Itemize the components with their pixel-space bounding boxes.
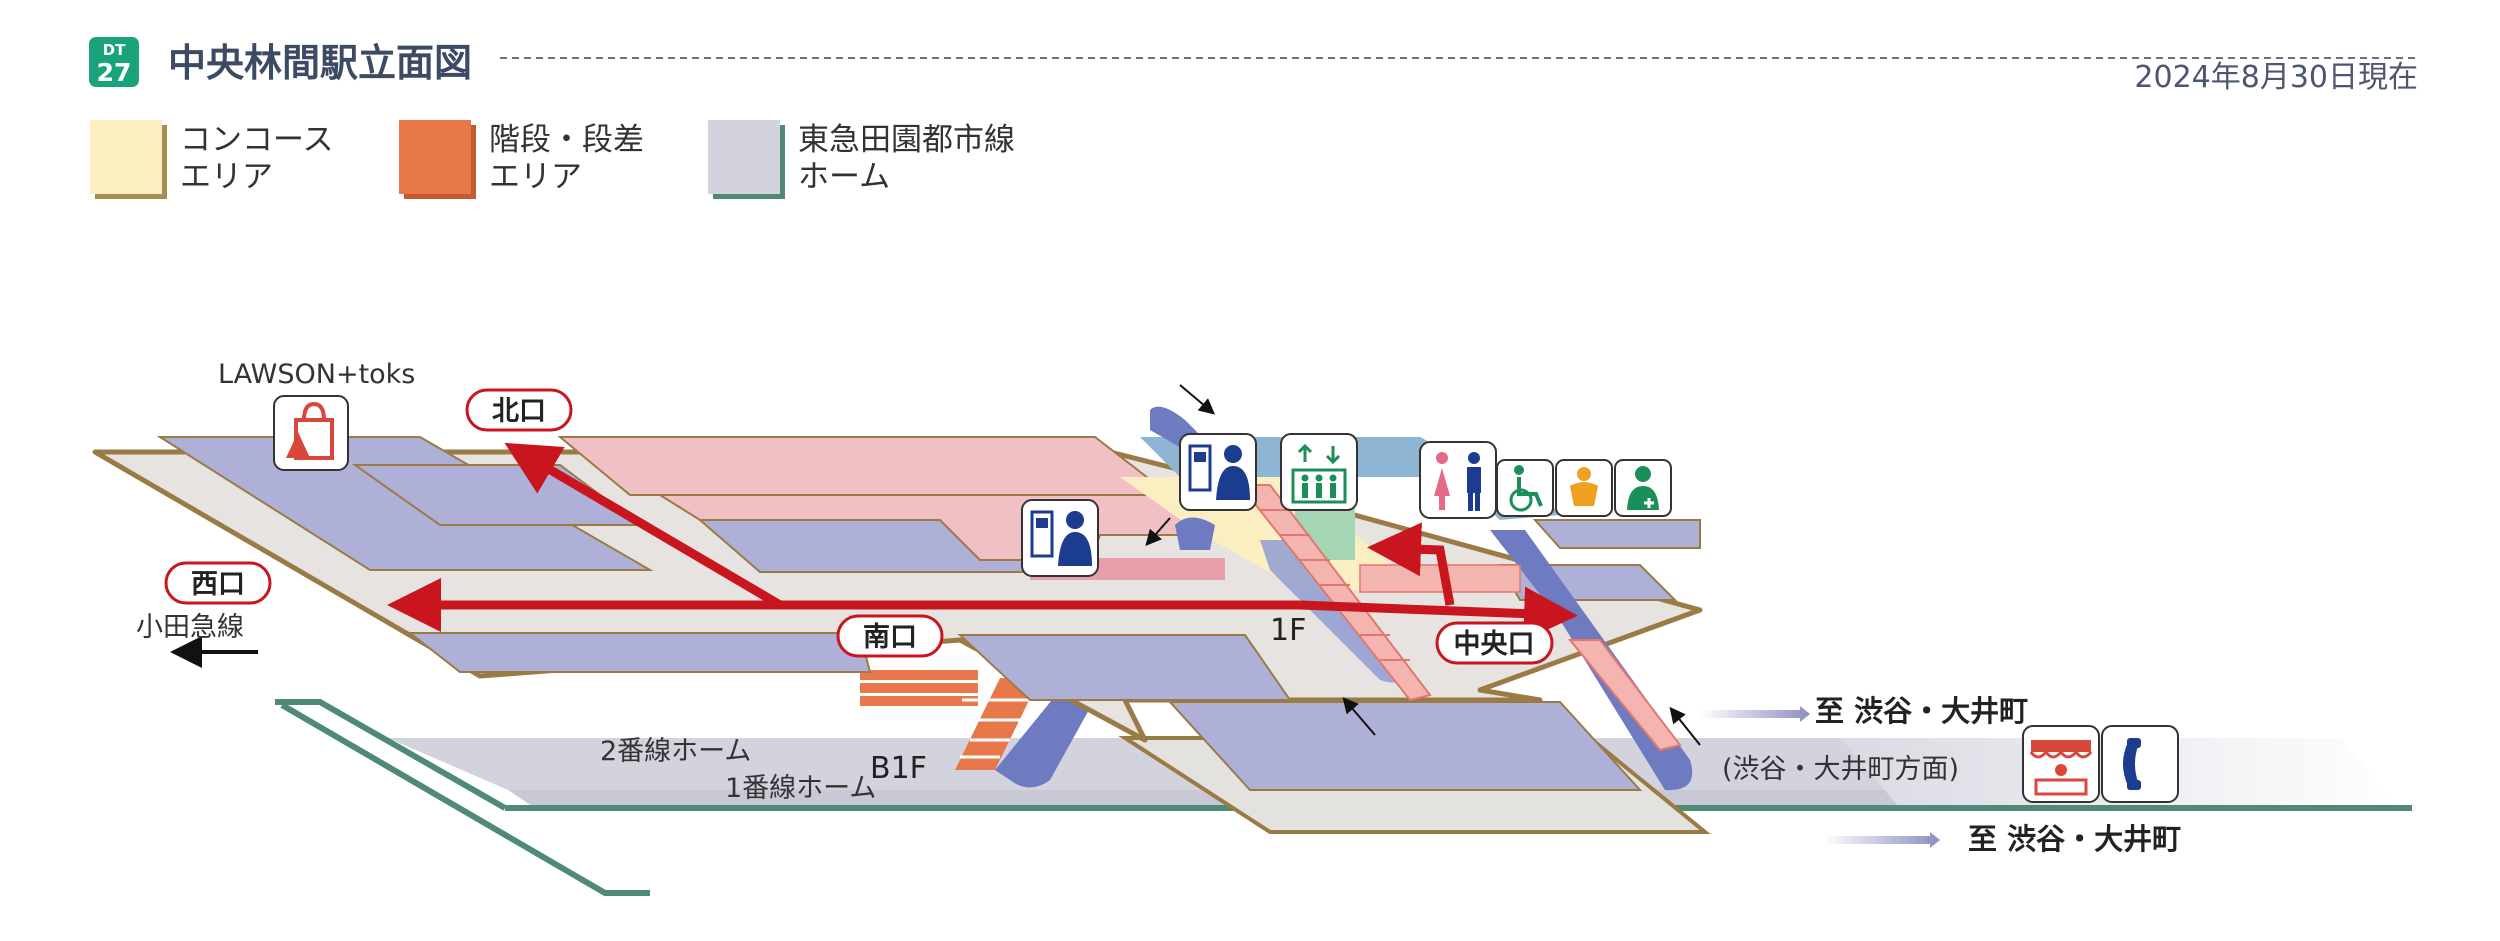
track-area-south [957,634,1292,701]
legend-concourse-line1: コンコース [180,122,333,158]
destination-label-1: 至 渋谷・大井町 [1815,694,2028,728]
exit-central[interactable]: 中央口 [1435,621,1554,665]
b1f-platform-level: 2番線ホーム 1番線ホーム B1F (渋谷・大井町方面) [275,699,2412,896]
lawson-label: LAWSON+toks [218,359,415,390]
direction-label: (渋谷・大井町方面) [1722,754,1959,785]
legend-stairs-line2: エリア [489,159,582,195]
exit-south-label: 南口 [863,622,917,653]
exit-north-label: 北口 [492,396,546,427]
pointer-arrows [170,384,1701,746]
header: DT 27 中央林間駅立面図 2024年8月30日現在 [89,37,2420,95]
legend-platform: 東急田園都市線 ホーム [708,120,1015,199]
track-area-west-3 [407,632,872,673]
first-aid-icon[interactable] [1614,459,1672,517]
baby-icon[interactable] [1555,459,1613,517]
legend-concourse: コンコース エリア [90,120,333,199]
escalator-south [995,690,1100,788]
exit-south[interactable]: 南口 [836,614,944,658]
platform-2-line [275,699,507,811]
pink-area-north [557,436,1173,496]
b1f-track-block [1167,701,1643,791]
page-title: 中央林間駅立面図 [168,41,472,85]
legend-platform-line1: 東急田園都市線 [798,122,1015,158]
telephone-icon[interactable] [2101,725,2179,803]
line-badge-code: DT [103,41,126,59]
elevator-icon[interactable] [1280,433,1358,511]
route-main-east [1299,586,1578,641]
exit-west-label: 西口 [191,569,245,600]
ticket-office-icon-2[interactable] [1179,433,1257,511]
destination-arrows: 至 渋谷・大井町 至 渋谷・大井町 [1700,694,2181,856]
shop-icon[interactable] [2022,725,2100,803]
shopping-bag-icon[interactable] [273,395,349,471]
route-central-up [1367,522,1455,606]
line-badge [89,37,139,87]
restroom-icon[interactable] [1419,441,1497,519]
escalator-mid [1175,517,1215,550]
route-north [504,442,783,609]
platform-2-label: 2番線ホーム [600,736,751,767]
destination-label-2: 至 渋谷・大井町 [1968,822,2181,856]
platform-1-label: 1番線ホーム [725,773,876,804]
legend-concourse-line2: エリア [180,159,273,195]
stairs-south [860,670,1040,770]
as-of-date: 2024年8月30日現在 [2134,60,2418,95]
exit-central-label: 中央口 [1454,629,1535,660]
odakyu-label: 小田急線 [136,612,244,643]
platform-outer-line [280,702,650,896]
legend-platform-line2: ホーム [798,159,890,195]
line-badge-number: 27 [97,58,132,87]
exit-north[interactable]: 北口 [465,388,573,432]
legend-stairs-line1: 階段・段差 [489,122,644,158]
legend-stairs: 階段・段差 エリア [399,120,644,199]
exit-west[interactable]: 西口 [164,561,272,605]
floor-1f-label: 1F [1270,613,1306,648]
route-arrows [387,442,1578,641]
floor-b1f-label: B1F [870,751,927,786]
right-platform-tab [1532,519,1701,549]
ticket-office-icon[interactable] [1021,499,1099,577]
wheelchair-icon[interactable] [1496,459,1554,517]
legend: コンコース エリア 階段・段差 エリア 東急田園都市線 ホーム [90,120,1015,199]
